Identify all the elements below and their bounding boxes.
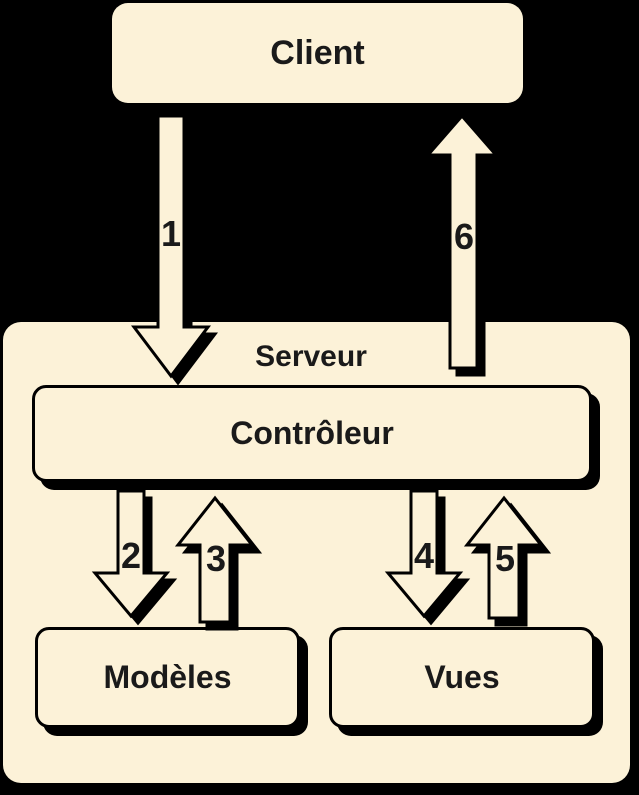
- controleur-node: Contrôleur: [32, 385, 592, 482]
- arrow-3-number: 3: [205, 538, 227, 579]
- vues-node-label: Vues: [424, 659, 500, 695]
- serveur-container-label: Serveur: [255, 340, 367, 373]
- client-node-label: Client: [270, 33, 365, 72]
- vues-node: Vues: [329, 627, 595, 728]
- arrow-6-number: 6: [453, 216, 475, 257]
- controleur-node-label: Contrôleur: [230, 415, 394, 451]
- arrow-2-number: 2: [120, 535, 142, 576]
- arrow-1-number: 1: [160, 213, 182, 254]
- arrow-5-number: 5: [494, 538, 516, 579]
- modeles-node: Modèles: [35, 627, 300, 728]
- modeles-node-label: Modèles: [103, 659, 232, 695]
- arrow-4-number: 4: [413, 535, 435, 576]
- client-node: Client: [112, 3, 523, 103]
